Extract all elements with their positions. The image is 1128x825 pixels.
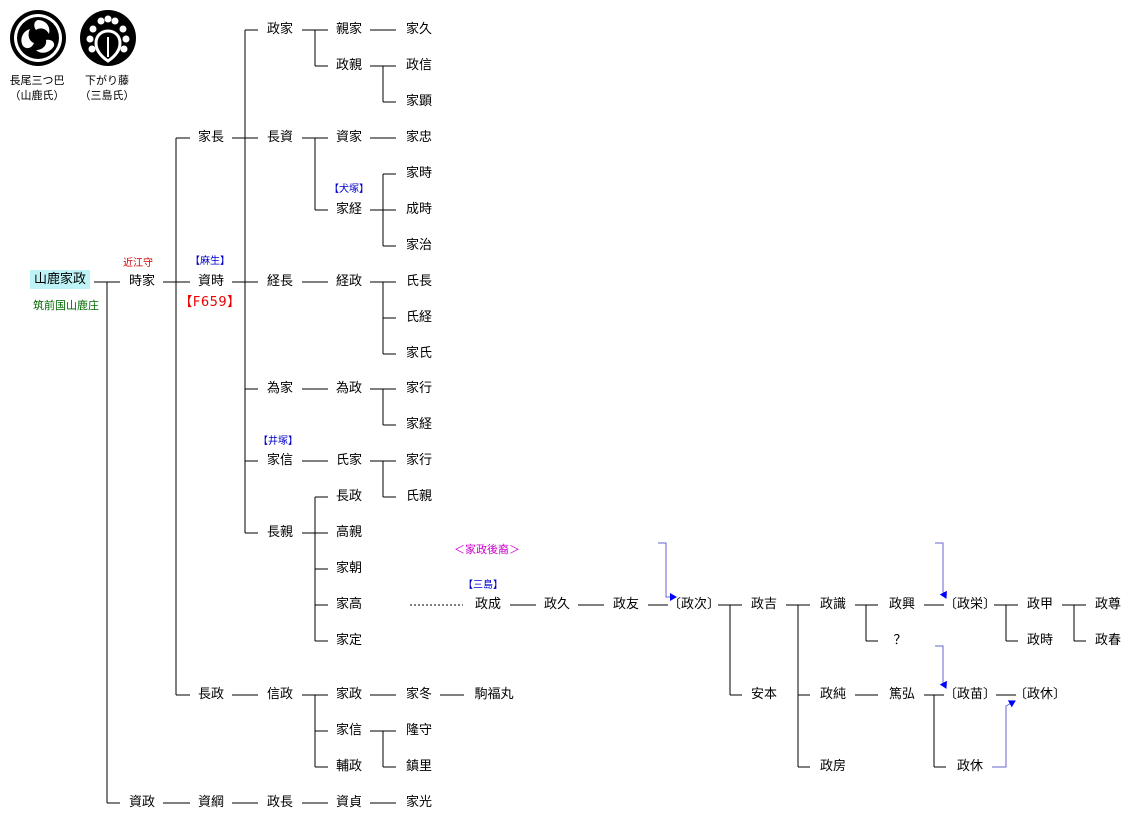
person-node: 政成 (474, 597, 502, 612)
person-node: 政春 (1094, 633, 1122, 648)
person-node: 駒福丸 (474, 687, 514, 702)
person-node: 経政 (335, 274, 363, 289)
person-node: 家光 (405, 795, 433, 810)
person-node: 〔政栄〕 (943, 597, 997, 612)
person-node: 氏親 (405, 489, 433, 504)
surname-annotation: 【犬塚】 (329, 184, 369, 195)
person-node: 〔政次〕 (667, 597, 721, 612)
person-node: 家治 (405, 238, 433, 253)
descendants-annotation: ＜家政後裔＞ (454, 543, 520, 556)
person-node: 家時 (405, 166, 433, 181)
crest-label-yamaga: 長尾三つ巴（山鹿氏） (9, 74, 65, 102)
person-node: 政興 (888, 597, 916, 612)
person-node: 家高 (335, 597, 363, 612)
person-node: 時家 (128, 274, 156, 289)
person-node: 政甲 (1026, 597, 1054, 612)
person-node: 政長 (266, 795, 294, 810)
person-node: 政久 (543, 597, 571, 612)
person-node: 親家 (335, 22, 363, 37)
title-annotation: 近江守 (123, 258, 153, 269)
person-node: 為家 (266, 381, 294, 396)
person-node: 政時 (1026, 633, 1054, 648)
person-node: 政房 (819, 759, 847, 774)
person-node: 資綱 (197, 795, 225, 810)
person-node: 山鹿家政 (29, 270, 91, 289)
surname-annotation: 【井塚】 (258, 436, 298, 447)
person-node: 家朝 (335, 561, 363, 576)
person-node: 家定 (335, 633, 363, 648)
person-node: 高親 (335, 525, 363, 540)
person-node: 長政 (335, 489, 363, 504)
person-node: 資家 (335, 130, 363, 145)
adoption-arrow (935, 542, 947, 599)
person-node: 資政 (128, 795, 156, 810)
person-node: ？ (893, 633, 907, 648)
person-node: 長資 (266, 130, 294, 145)
person-node: 家信 (266, 453, 294, 468)
person-node: 家政 (335, 687, 363, 702)
person-node: 家経 (405, 417, 433, 432)
person-node: 資時 (197, 274, 225, 289)
person-node: 資貞 (335, 795, 363, 810)
reference-annotation: 【F659】 (179, 295, 241, 310)
person-node: 経長 (266, 274, 294, 289)
person-node: 家経 (335, 202, 363, 217)
person-node: 〔政休〕 (1013, 687, 1067, 702)
person-node: 成時 (405, 202, 433, 217)
person-node: 政識 (819, 597, 847, 612)
person-node: 家信 (335, 723, 363, 738)
person-node: 家久 (405, 22, 433, 37)
person-node: 政純 (819, 687, 847, 702)
person-node: 長親 (266, 525, 294, 540)
person-node: 家顕 (405, 94, 433, 109)
person-node: 政家 (266, 22, 294, 37)
person-node: 信政 (266, 687, 294, 702)
surname-annotation: 【三島】 (463, 580, 503, 591)
person-node: 家長 (197, 130, 225, 145)
person-node: 家忠 (405, 130, 433, 145)
adoption-arrow (992, 700, 1016, 768)
person-node: 政信 (405, 58, 433, 73)
person-node: 氏経 (405, 310, 433, 325)
person-node: 氏家 (335, 453, 363, 468)
person-node: 家氏 (405, 346, 433, 361)
adoption-arrow (935, 645, 947, 689)
sagari-fuji-crest-icon (80, 10, 136, 66)
person-node: 長政 (197, 687, 225, 702)
person-node: 政休 (956, 759, 984, 774)
person-node: 政吉 (750, 597, 778, 612)
person-node: 政友 (612, 597, 640, 612)
person-node: 家冬 (405, 687, 433, 702)
domain-annotation: 筑前国山鹿庄 (33, 299, 99, 312)
crest-label-mishima: 下がり藤（三島氏） (79, 74, 135, 102)
adoption-arrow (658, 542, 677, 601)
person-node: 隆守 (405, 723, 433, 738)
person-node: 鎮里 (405, 759, 433, 774)
person-node: 政尊 (1094, 597, 1122, 612)
person-node: 為政 (335, 381, 363, 396)
mitsudomoe-crest-icon (10, 10, 66, 66)
person-node: 輔政 (335, 759, 363, 774)
person-node: 氏長 (405, 274, 433, 289)
person-node: 安本 (750, 687, 778, 702)
person-node: 家行 (405, 381, 433, 396)
person-node: 政親 (335, 58, 363, 73)
person-node: 家行 (405, 453, 433, 468)
person-node: 篤弘 (888, 687, 916, 702)
person-node: 〔政苗〕 (943, 687, 997, 702)
surname-annotation: 【麻生】 (190, 256, 230, 267)
